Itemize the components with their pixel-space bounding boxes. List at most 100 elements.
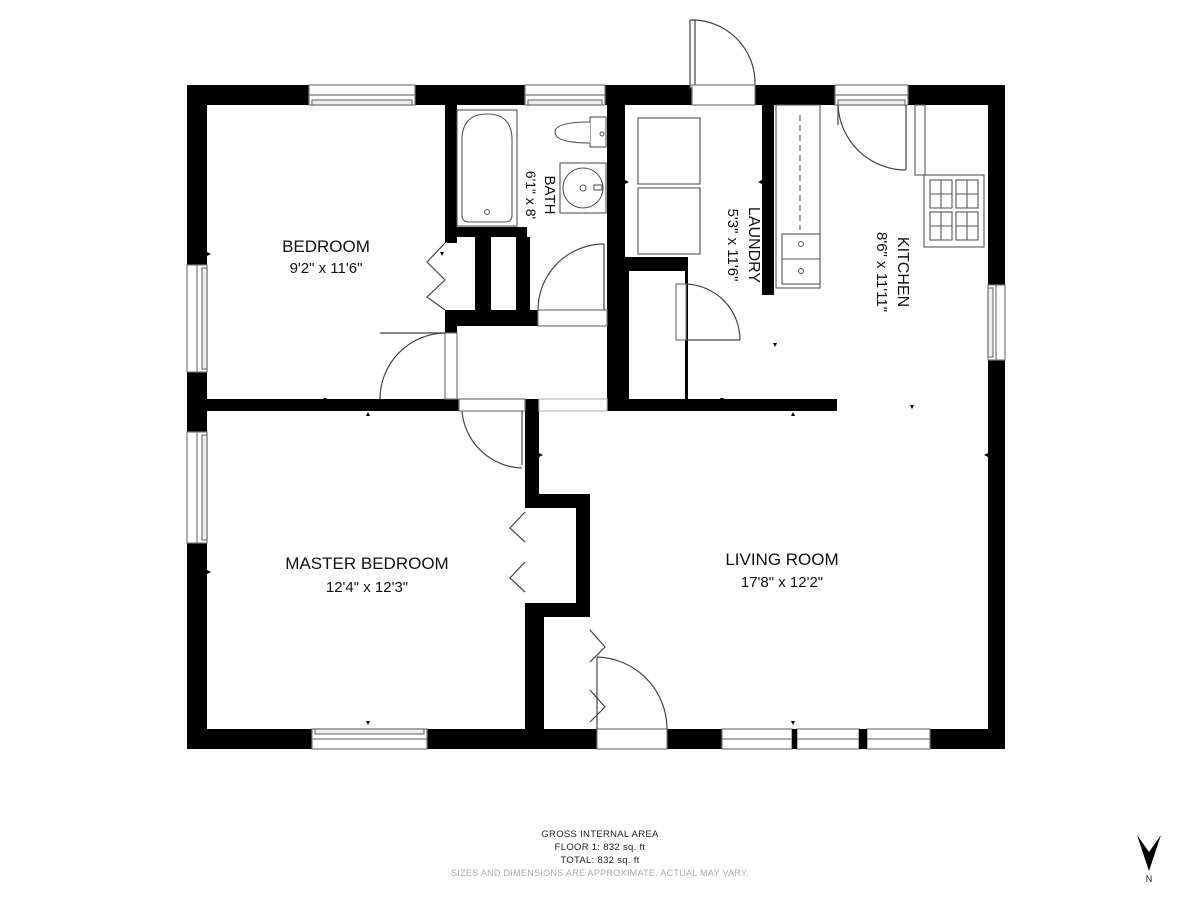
wall-living-closet-left <box>539 617 544 729</box>
wall-laundry-closet-top <box>625 257 687 271</box>
stove-icon <box>923 174 985 248</box>
dimension-markers <box>207 180 988 725</box>
door-bedroom-closet <box>426 242 446 311</box>
wall-top-4 <box>755 85 835 105</box>
door-laundry-closet <box>675 283 741 341</box>
door-kitchen-top <box>837 104 907 171</box>
marker-3 <box>366 412 370 416</box>
door-front <box>596 656 668 750</box>
wall-bottom-4 <box>930 729 1005 749</box>
wall-closet-right <box>516 237 530 312</box>
living-room-dims: 17'8" x 12'2" <box>741 574 823 591</box>
walls <box>187 85 1005 749</box>
kitchen-sink-icon <box>781 233 821 285</box>
window-bedroom-left <box>186 264 208 373</box>
fixtures <box>456 104 985 289</box>
wall-laundry-closet-inner <box>625 271 629 399</box>
wall-master-closet-bottom <box>525 603 590 617</box>
window-living-bottom-1 <box>721 728 793 750</box>
wall-bottom-3 <box>667 729 722 749</box>
master-bedroom-dims: 12'4" x 12'3" <box>326 579 408 596</box>
doors <box>379 19 907 750</box>
wall-closet-left <box>475 237 491 312</box>
bedroom-name: BEDROOM <box>282 237 370 256</box>
window-kitchen-top <box>834 84 909 106</box>
marker-1 <box>323 398 327 402</box>
window-bath-top <box>524 84 606 106</box>
laundry-name: LAUNDRY <box>745 207 762 284</box>
wall-bottom-1 <box>187 729 312 749</box>
wall-bottom-2 <box>427 729 597 749</box>
sink-icon <box>559 162 607 214</box>
marker-2 <box>207 252 211 256</box>
door-laundry-exterior <box>689 19 756 106</box>
area-disclaimer: SIZES AND DIMENSIONS ARE APPROXIMATE. AC… <box>451 868 749 878</box>
north-arrow-icon: N <box>1137 835 1161 884</box>
living-room-name: LIVING ROOM <box>725 550 838 569</box>
window-kitchen-right <box>987 284 1006 361</box>
room-labels: BEDROOM 9'2" x 11'6" BATH 6'1" x 8' LAUN… <box>282 171 911 596</box>
marker-11 <box>910 405 914 409</box>
door-living-closet <box>589 629 606 723</box>
wall-master-closet-right <box>576 494 590 616</box>
marker-12 <box>720 398 724 402</box>
wall-hall-bottom-right <box>607 399 837 411</box>
wall-right-2 <box>988 360 1005 749</box>
window-master-bottom <box>311 728 428 750</box>
wall-bedroom-right-1 <box>445 105 457 243</box>
wall-top-2 <box>415 85 525 105</box>
wall-master-closet-top <box>525 494 590 508</box>
window-master-left <box>186 431 208 544</box>
marker-10 <box>773 343 777 347</box>
dryer-icon <box>637 187 701 255</box>
marker-5 <box>366 721 370 725</box>
door-master-closet <box>509 511 526 593</box>
wall-bedroom-bottom <box>187 399 459 411</box>
kitchen-name: KITCHEN <box>894 237 911 307</box>
fridge-icon <box>914 104 926 176</box>
area-title: GROSS INTERNAL AREA <box>541 829 659 840</box>
kitchen-dims: 8'6" x 11'11" <box>873 232 890 312</box>
marker-7 <box>791 412 795 416</box>
window-post-2 <box>859 729 867 749</box>
area-total: TOTAL: 832 sq. ft <box>560 855 639 866</box>
marker-4 <box>207 570 211 574</box>
wall-right-1 <box>988 85 1005 285</box>
wall-top-5 <box>908 85 1005 105</box>
window-post-1 <box>792 729 797 749</box>
marker-6 <box>539 453 543 457</box>
door-master <box>458 398 526 469</box>
wall-top-1 <box>187 85 309 105</box>
wall-bath-closet-top <box>445 227 527 237</box>
wall-bath-right <box>607 105 625 411</box>
wall-laundry-kitchen <box>762 105 774 295</box>
wall-master-right-2 <box>525 603 539 749</box>
area-summary: GROSS INTERNAL AREA FLOOR 1: 832 sq. ft … <box>451 829 749 878</box>
wall-left-1 <box>187 85 207 265</box>
window-bedroom-top <box>308 84 416 106</box>
wall-left-3 <box>187 543 207 749</box>
washer-icon <box>637 117 701 185</box>
opening-hallway <box>538 398 608 412</box>
bathtub-icon <box>456 109 518 227</box>
laundry-dims: 5'3" x 11'6" <box>724 209 741 282</box>
bath-dims: 6'1" x 8' <box>523 171 539 219</box>
bedroom-dims: 9'2" x 11'6" <box>290 260 363 277</box>
window-living-bottom-3 <box>866 728 931 750</box>
bath-name: BATH <box>541 176 558 215</box>
toilet-icon <box>554 116 607 148</box>
area-floor: FLOOR 1: 832 sq. ft <box>555 842 646 853</box>
window-living-bottom-2 <box>796 728 860 750</box>
marker-14 <box>758 180 762 184</box>
marker-13 <box>625 180 629 184</box>
master-bedroom-name: MASTER BEDROOM <box>285 554 448 573</box>
marker-15 <box>440 252 444 256</box>
wall-top-3 <box>605 85 692 105</box>
windows <box>186 84 1006 750</box>
marker-8 <box>791 721 795 725</box>
north-label: N <box>1146 874 1153 884</box>
door-bath <box>537 243 608 327</box>
door-bedroom <box>379 332 458 400</box>
wall-master-right-1 <box>525 411 539 497</box>
